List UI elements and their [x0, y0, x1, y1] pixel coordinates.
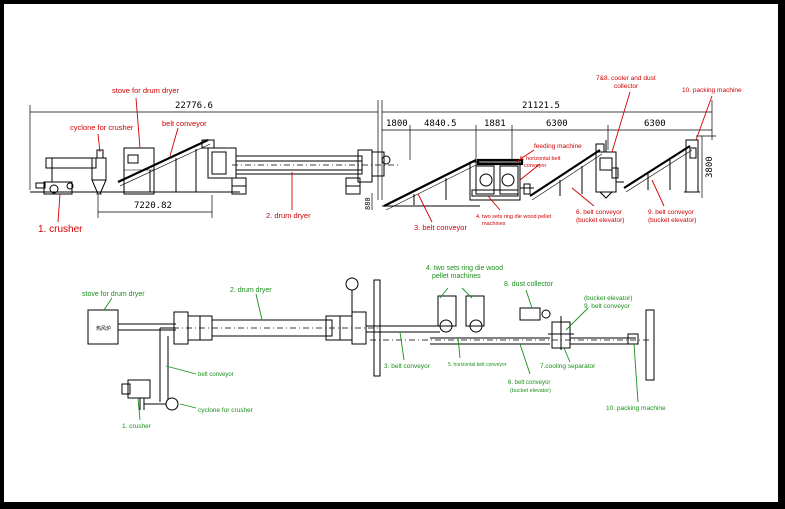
- cooling-separator-plan: [548, 316, 574, 350]
- label-horizontal-belt-1: 5. horizontal belt: [520, 156, 561, 162]
- packing-machine-elevation: [684, 139, 700, 193]
- dim-seg2: 4840.5: [424, 119, 457, 129]
- dim-lower-left: 7220.82: [134, 201, 172, 211]
- cooler-elevation: [595, 140, 624, 199]
- plan-label-crusher: 1. crusher: [122, 423, 152, 430]
- plan-label-pellet-2: pellet machines: [432, 273, 481, 280]
- plan-label-belt-conveyor: belt conveyor: [198, 372, 234, 378]
- plan-label-dust-collector: 8. dust collector: [504, 281, 554, 288]
- dim-right-total: 21121.5: [522, 101, 560, 111]
- stove-elevation: [123, 147, 155, 195]
- stove-box-label: 热风炉: [96, 325, 111, 332]
- label-belt-6-2: (bucket elevator): [576, 217, 624, 224]
- crusher-plan: [121, 379, 151, 410]
- drawing-sheet: 22776.6 21121.5 1800 4840.5 1881 6300 63…: [4, 4, 778, 502]
- stove-plan: 热风炉: [87, 309, 176, 345]
- dim-seg4: 6300: [546, 119, 568, 129]
- plan-label-stove: stove for drum dryer: [82, 291, 145, 298]
- label-cooler-1: 7&8. cooler and dust: [596, 75, 656, 82]
- plan-label-belt-6-1: 6. belt conveyor: [508, 380, 550, 386]
- dust-collector-plan: [519, 307, 551, 321]
- belt-conveyor-9-elevation: [623, 145, 693, 193]
- label-belt-9-1: 9. belt conveyor: [648, 209, 695, 216]
- dim-left-total: 22776.6: [175, 101, 213, 111]
- plan-label-cooling: 7.cooling separator: [540, 363, 596, 370]
- callout-lines-green: [103, 287, 639, 421]
- label-belt-6-1: 6. belt conveyor: [576, 209, 623, 216]
- belt-conveyor-9-plan: [370, 337, 650, 345]
- drum-dryer-plan: [160, 311, 380, 345]
- label-belt-conveyor-3: 3. belt conveyor: [414, 223, 467, 232]
- packing-machine-plan: [627, 309, 655, 381]
- label-stove: stove for drum dryer: [112, 86, 180, 95]
- pellet-machines-elevation: [469, 158, 534, 201]
- label-belt-conveyor: belt conveyor: [162, 119, 207, 128]
- dimension-lines: [29, 100, 716, 218]
- label-horizontal-belt-2: conveyor: [524, 163, 546, 169]
- plan-label-cyclone: cyclone for crusher: [198, 407, 254, 414]
- process-flow-diagram: 22776.6 21121.5 1800 4840.5 1881 6300 63…: [29, 75, 742, 430]
- plan-label-horizontal: 5. horizontal belt conveyor: [448, 362, 507, 368]
- plan-label-pellet-1: 4. two sets ring die wood: [426, 265, 503, 272]
- crusher-elevation: [35, 181, 74, 195]
- cyclone-plan: [143, 397, 179, 411]
- label-pellet-1: 4. two sets ring die wood pellet: [476, 214, 552, 220]
- plan-label-belt-3: 3. belt conveyor: [384, 363, 431, 370]
- label-feeding-machine: feeding machine: [534, 143, 582, 150]
- dim-seg3: 1881: [484, 119, 506, 129]
- belt-conveyor-plan: [159, 327, 176, 402]
- cyclone-elevation: [45, 149, 107, 195]
- pellet-machines-plan: [430, 295, 550, 345]
- dim-height-small: 880: [364, 197, 372, 210]
- callout-lines-red: [57, 91, 713, 223]
- label-drum-dryer: 2. drum dryer: [266, 211, 311, 220]
- dim-seg5: 6300: [644, 119, 666, 129]
- belt-conveyor-3-plan: [345, 277, 440, 377]
- label-pellet-2: machines: [482, 221, 506, 227]
- label-packing: 10. packing machine: [682, 87, 742, 94]
- label-crusher: 1. crusher: [38, 224, 83, 235]
- plan-label-bucket-elevator: (bucket elevator): [584, 295, 632, 302]
- plan-label-belt-9: 9. belt conveyor: [584, 303, 631, 310]
- label-cooler-2: collector: [614, 83, 639, 90]
- label-belt-9-2: (bucket elevator): [648, 217, 696, 224]
- plan-label-drum-dryer: 2. drum dryer: [230, 287, 272, 294]
- elevation-view: 22776.6 21121.5 1800 4840.5 1881 6300 63…: [29, 75, 742, 235]
- drum-dryer-elevation: [207, 147, 400, 195]
- plan-label-belt-6-2: (bucket elevator): [510, 388, 551, 394]
- dim-height-right: 3800: [705, 156, 715, 178]
- label-cyclone: cyclone for crusher: [70, 123, 134, 132]
- belt-conveyor-3-elevation: [382, 159, 480, 211]
- belt-conveyor-6-elevation: [529, 143, 605, 201]
- plan-label-packing: 10. packing machine: [606, 405, 666, 412]
- plan-view: 热风炉: [82, 265, 666, 430]
- dim-seg1: 1800: [386, 119, 408, 129]
